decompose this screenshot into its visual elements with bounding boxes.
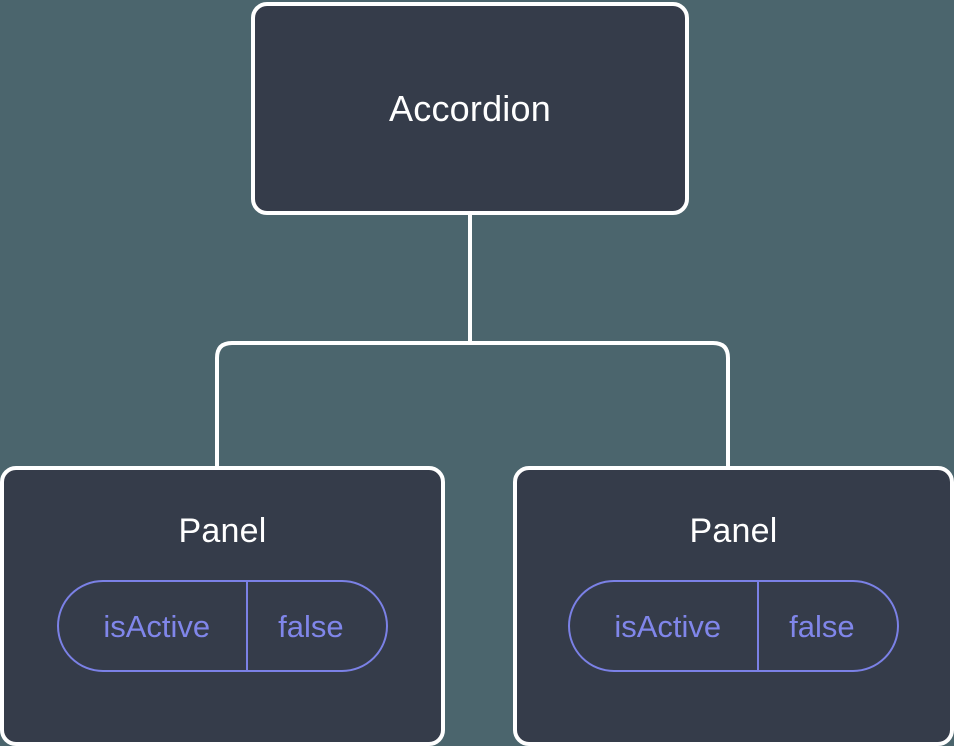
connector-branch-right xyxy=(470,341,730,468)
node-accordion-label: Accordion xyxy=(389,87,551,129)
node-accordion[interactable]: Accordion xyxy=(251,2,689,215)
node-panel-1-label: Panel xyxy=(178,512,267,550)
prop-pill-panel-1[interactable]: isActive false xyxy=(57,580,388,672)
node-panel-2[interactable]: Panel isActive false xyxy=(513,466,954,746)
prop-key-isactive: isActive xyxy=(614,608,722,644)
prop-key-isactive: isActive xyxy=(103,608,211,644)
prop-pill-panel-2[interactable]: isActive false xyxy=(568,580,899,672)
prop-value-isactive: false xyxy=(246,582,385,670)
prop-value-isactive: false xyxy=(757,582,896,670)
connector-branch-left xyxy=(215,341,470,468)
node-panel-2-label: Panel xyxy=(689,512,778,550)
node-panel-1[interactable]: Panel isActive false xyxy=(0,466,445,746)
